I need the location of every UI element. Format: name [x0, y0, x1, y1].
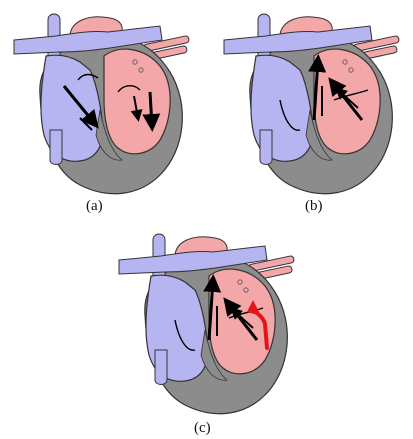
caption-b: (b)	[305, 198, 323, 215]
panel-b-heart	[224, 14, 399, 194]
caption-a: (a)	[86, 198, 103, 215]
left-flow-arrow	[150, 92, 152, 126]
panel-c-heart	[119, 234, 294, 414]
caption-c: (c)	[194, 420, 211, 437]
panel-a-heart	[14, 14, 189, 194]
